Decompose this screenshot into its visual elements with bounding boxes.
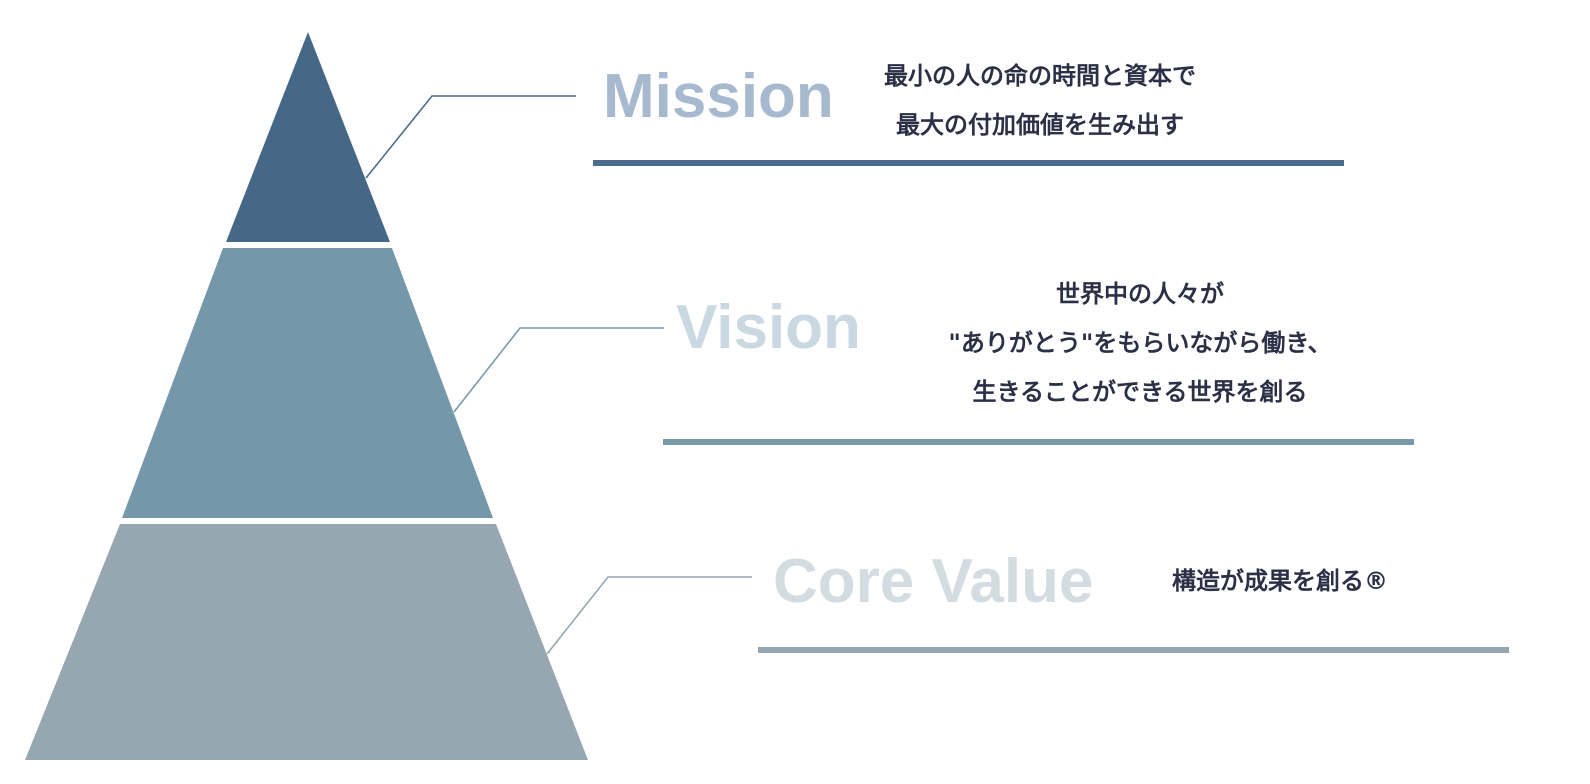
vision-title: Vision bbox=[676, 293, 861, 362]
vision-description-line: "ありがとう"をもらいながら働き、 bbox=[948, 329, 1332, 357]
mission-description-line: 最小の人の命の時間と資本で bbox=[884, 62, 1196, 90]
vision-description: 世界中の人々が "ありがとう"をもらいながら働き、 生きることができる世界を創る bbox=[880, 270, 1400, 417]
core-value-tier-shape bbox=[25, 524, 588, 760]
core-value-title: Core Value bbox=[773, 547, 1094, 616]
vision-description-line: 世界中の人々が bbox=[1056, 280, 1224, 308]
mission-title: Mission bbox=[603, 62, 834, 131]
vision-description-line: 生きることができる世界を創る bbox=[972, 378, 1308, 406]
mission-connector-line bbox=[365, 95, 576, 179]
vision-tier-shape bbox=[122, 248, 493, 518]
mission-description: 最小の人の命の時間と資本で 最大の付加価値を生み出す bbox=[880, 52, 1200, 150]
core-value-underline bbox=[758, 647, 1509, 653]
mission-description-line: 最大の付加価値を生み出す bbox=[896, 111, 1184, 139]
core-value-description-line: 構造が成果を創る® bbox=[1172, 567, 1388, 595]
vision-connector-line bbox=[453, 327, 664, 413]
mission-tier-shape bbox=[226, 32, 390, 242]
core-value-connector-line bbox=[546, 576, 752, 655]
core-value-description: 構造が成果を創る® bbox=[1145, 557, 1415, 606]
mission-underline bbox=[593, 160, 1344, 166]
vision-underline bbox=[663, 439, 1414, 445]
